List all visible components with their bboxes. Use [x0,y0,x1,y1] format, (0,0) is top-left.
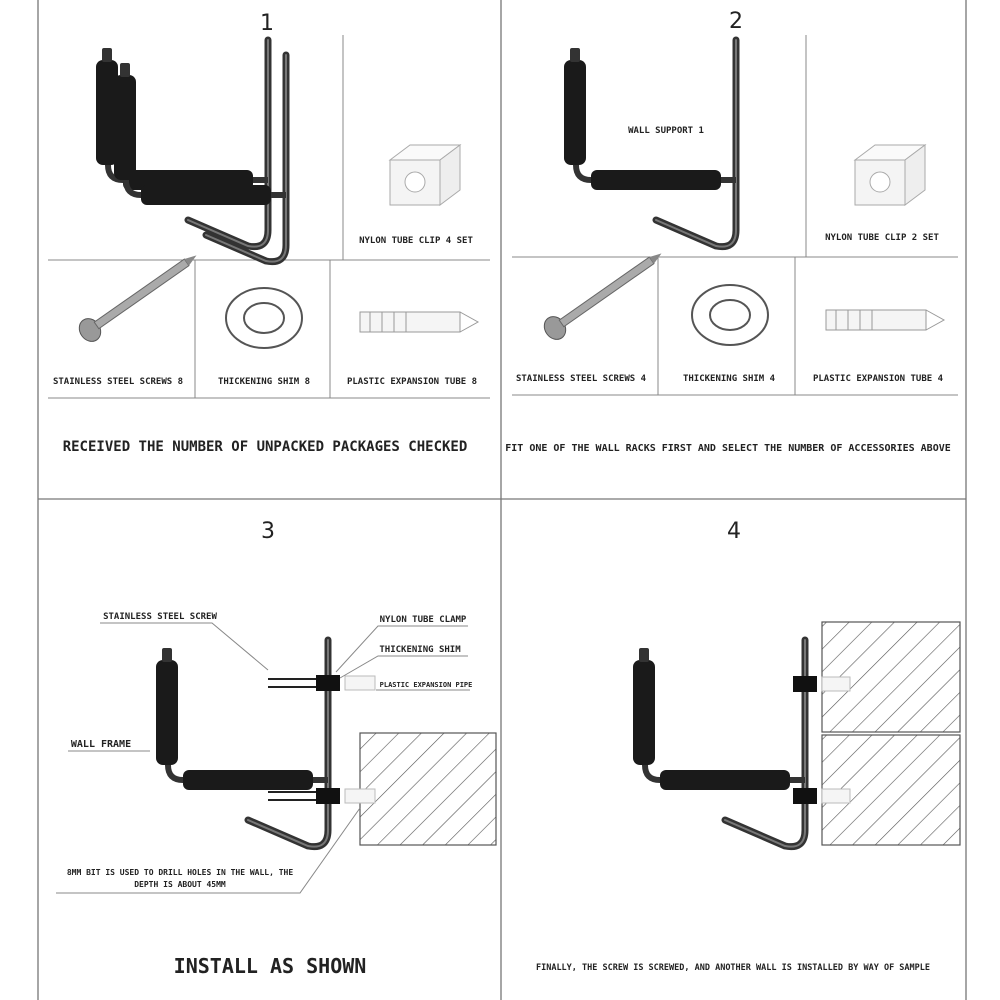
panel-2-caption: FIT ONE OF THE WALL RACKS FIRST AND SELE… [505,443,951,454]
rack-drawing [633,640,805,847]
shim-callout: THICKENING SHIM [379,645,461,655]
clamp-lower [268,788,376,804]
clamp-upper [268,675,376,691]
clamp-callout: NYLON TUBE CLAMP [380,615,467,625]
panel-3: 3 STAINLESS STEEL SCREW NYLON TUBE CLAMP [56,519,497,978]
shim-drawing [691,284,769,346]
expansion-tube-label: PLASTIC EXPANSION TUBE 8 [347,377,477,387]
step-number-3: 3 [261,519,275,544]
panel-1: 1 NYLON TUBE CLIP 4 SET STAINLESS STEEL … [48,11,490,455]
drill-note-line-1: 8MM BIT IS USED TO DRILL HOLES IN THE WA… [67,868,294,877]
nylon-clip-drawing [853,144,927,206]
nylon-clip-label: NYLON TUBE CLIP 2 SET [825,233,939,243]
rack-drawing-2 [114,55,286,262]
leader-lines [56,622,470,894]
shim-label: THICKENING SHIM 4 [683,374,776,384]
shim-label: THICKENING SHIM 8 [218,377,310,387]
wall-frame-callout: WALL FRAME [71,739,131,750]
screw-drawing [78,255,197,342]
screws-label: STAINLESS STEEL SCREWS 8 [53,377,183,387]
shim-drawing [225,287,303,349]
panel-4-caption: FINALLY, THE SCREW IS SCREWED, AND ANOTH… [536,963,930,973]
panel-grid [37,0,967,1000]
panel-4: 4 FINALLY, THE SCREW IS SCREWED, AND ANO… [536,519,961,973]
nylon-clip-label: NYLON TUBE CLIP 4 SET [359,236,473,246]
panel-3-caption: INSTALL AS SHOWN [174,954,367,978]
wall-section [359,732,497,846]
drill-note-line-2: DEPTH IS ABOUT 45MM [134,880,226,889]
step-number-1: 1 [260,11,274,36]
clamp-upper [793,676,851,692]
screw-drawing [543,253,662,340]
rack-drawing [156,640,328,847]
expansion-tube-label: PLASTIC EXPANSION TUBE 4 [813,374,944,384]
screws-label: STAINLESS STEEL SCREWS 4 [516,374,647,384]
rack-drawing [564,40,736,247]
panel-2: 2 WALL SUPPORT 1 NYLON TUBE CLIP 2 SET S… [505,9,958,454]
expansion-callout: PLASTIC EXPANSION PIPE [380,681,473,689]
panel-1-caption: RECEIVED THE NUMBER OF UNPACKED PACKAGES… [63,439,468,455]
step-number-4: 4 [727,519,741,544]
expansion-tube-drawing [359,311,480,333]
nylon-clip-drawing [388,144,462,206]
screw-callout: STAINLESS STEEL SCREW [103,612,217,622]
panel-2-part-boxes [512,35,958,396]
expansion-tube-drawing [825,309,946,331]
clamp-lower [793,788,851,804]
wall-support-label: WALL SUPPORT 1 [628,126,704,136]
step-number-2: 2 [729,9,743,34]
